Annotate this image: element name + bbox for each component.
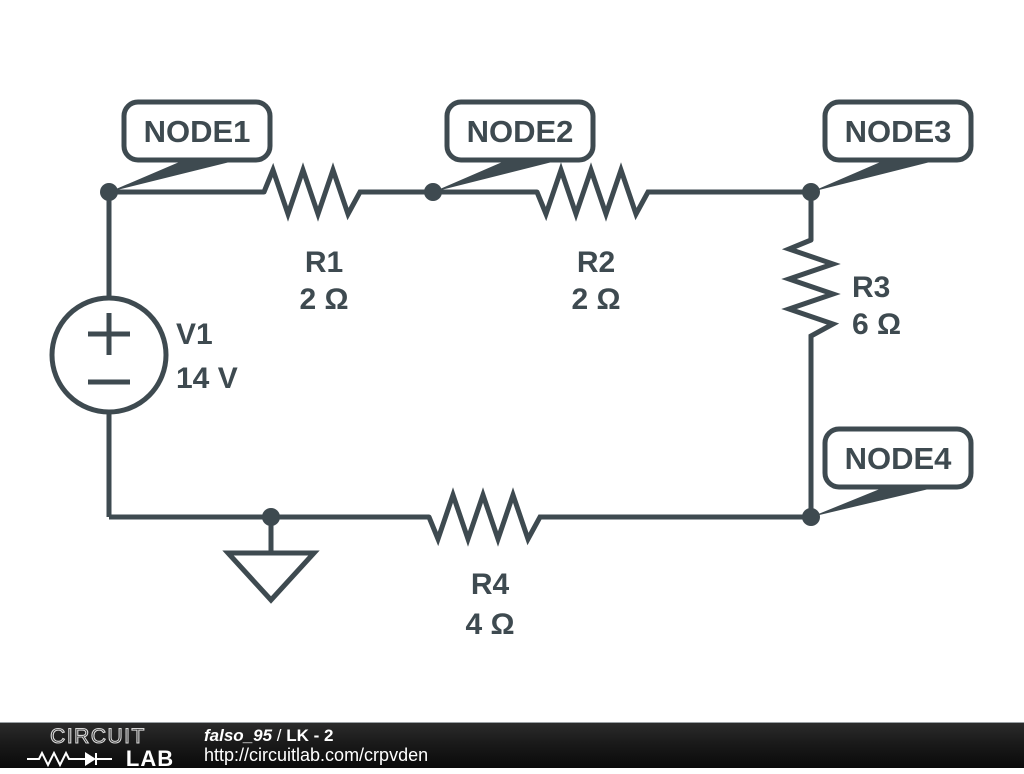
node-label-node4-tail xyxy=(811,484,950,517)
footer-circuit-title: LK - 2 xyxy=(286,725,334,745)
footer-username: falso_95 xyxy=(204,725,273,745)
logo-diode-triangle-icon xyxy=(85,751,96,766)
component-label-r1-name: R1 xyxy=(305,246,343,279)
component-label-r2-value: 2 Ω xyxy=(571,283,620,316)
node-label-node1-text: NODE1 xyxy=(144,114,251,149)
circuitlab-logo: CIRCUIT LAB xyxy=(0,723,196,771)
node-label-node2-tail xyxy=(433,157,572,192)
resistor-r1-symbol[interactable] xyxy=(261,162,389,222)
junction-dot-ground xyxy=(262,508,280,526)
node-label-node3-text: NODE3 xyxy=(845,114,952,149)
node-label-node1-tail xyxy=(109,157,250,192)
footer-url[interactable]: http://circuitlab.com/crpvden xyxy=(204,744,429,765)
resistor-r4-symbol[interactable] xyxy=(426,487,554,547)
footer-credit-line: falso_95 / LK - 2 xyxy=(204,726,428,745)
node-label-node1-box xyxy=(121,99,273,163)
component-label-r3-value: 6 Ω xyxy=(852,308,901,341)
node-label-node3-tail xyxy=(811,157,950,192)
component-label-r3-name: R3 xyxy=(852,271,890,304)
component-label-v1-name: V1 xyxy=(176,318,213,351)
component-label-r4-value: 4 Ω xyxy=(465,608,514,641)
resistor-r2-symbol[interactable] xyxy=(534,162,662,222)
node-label-node4-box xyxy=(822,426,974,490)
node-label-node2-text: NODE2 xyxy=(467,114,574,149)
node-label-node2[interactable]: NODE2 xyxy=(433,99,596,192)
voltage-source-plus-icon xyxy=(88,313,130,355)
node-label-node3-box xyxy=(822,99,974,163)
voltage-source-v1-circle[interactable] xyxy=(49,295,169,415)
node-label-node4[interactable]: NODE4 xyxy=(811,426,974,517)
logo-word-lab: LAB xyxy=(126,746,174,769)
logo-resistor-diode-icon xyxy=(27,750,112,767)
footer-separator: / xyxy=(276,725,282,745)
node-label-node3[interactable]: NODE3 xyxy=(811,99,974,192)
resistor-r3-symbol[interactable] xyxy=(781,237,841,358)
component-label-r1-value: 2 Ω xyxy=(299,283,348,316)
ground-symbol[interactable] xyxy=(222,517,320,604)
logo-word-circuit: CIRCUIT xyxy=(50,725,146,748)
node-label-node2-box xyxy=(444,99,596,163)
component-label-r4-name: R4 xyxy=(471,568,510,601)
node-label-node4-text: NODE4 xyxy=(845,441,953,476)
circuitlab-logo-svg: CIRCUIT LAB xyxy=(27,724,174,771)
footer-bar: CIRCUIT LAB falso_95 / LK - 2 http://cir… xyxy=(0,722,1024,771)
ground-triangle xyxy=(222,550,320,604)
component-label-v1-value: 14 V xyxy=(176,362,238,395)
footer-metadata: falso_95 / LK - 2 http://circuitlab.com/… xyxy=(196,726,428,765)
node-label-node1[interactable]: NODE1 xyxy=(109,99,273,192)
component-label-r2-name: R2 xyxy=(577,246,615,279)
